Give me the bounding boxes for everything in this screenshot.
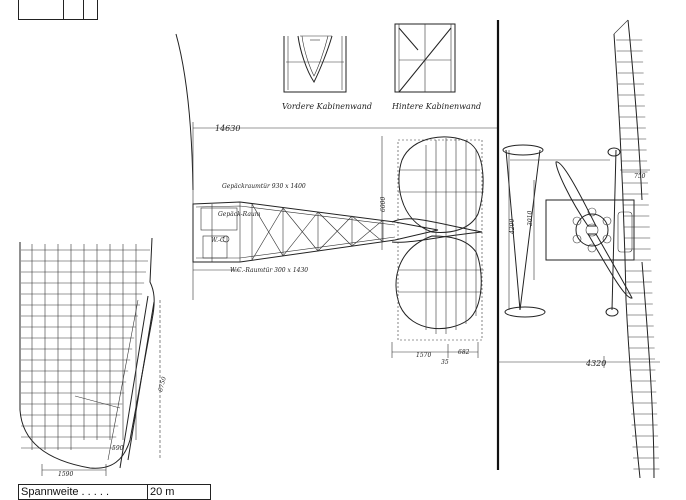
fuselage-length-dim: 14630	[215, 124, 240, 133]
wing-plan-right	[498, 19, 660, 479]
wing-length-dim: 8750	[157, 376, 168, 393]
gear-track-dim: 4200	[509, 219, 516, 235]
baggage-door-label: Gepäckraumtür 930 x 1400	[222, 183, 306, 190]
elevator-small-dim: 35	[441, 359, 449, 366]
rear-cabin-wall-drawing	[394, 23, 456, 93]
engine-offset-dim: 750	[634, 173, 646, 180]
baggage-space-label: Gepäck-Raum	[218, 211, 261, 218]
spec-value: 20 m	[147, 484, 211, 500]
front-cabin-wall-label: Vordere Kabinenwand	[282, 102, 372, 111]
front-view-engine	[502, 144, 650, 318]
front-cabin-wall-drawing	[283, 35, 347, 93]
elevator-depth-dim: 682	[458, 349, 470, 356]
wing-ribs-left	[21, 244, 150, 450]
spec-row: Spannweite . . . . . 20 m	[18, 484, 211, 500]
tailplane-plan	[391, 136, 484, 358]
aileron-width-dim: 590	[112, 445, 124, 452]
wing-chord-dim: 4320	[585, 359, 606, 368]
tip-chord-dim: 1590	[58, 471, 73, 478]
gear-inner-dim: 3010	[527, 211, 534, 226]
stabilizer-span-dim: 6000	[380, 197, 387, 212]
rear-cabin-wall-label: Hintere Kabinenwand	[391, 102, 481, 111]
elevator-chord-dim: 1570	[416, 352, 431, 359]
spec-label: Spannweite . . . . .	[18, 484, 148, 500]
wc-label: W.-C.	[211, 237, 226, 244]
title-box-stub	[18, 0, 98, 20]
wing-plan-left	[19, 237, 161, 476]
spec-table: Spannweite . . . . . 20 m	[18, 484, 211, 500]
wing-ribs-right	[616, 39, 660, 470]
wc-door-label: W.C.-Raumtür 300 x 1430	[230, 267, 308, 274]
fuselage-side-view	[175, 33, 498, 300]
